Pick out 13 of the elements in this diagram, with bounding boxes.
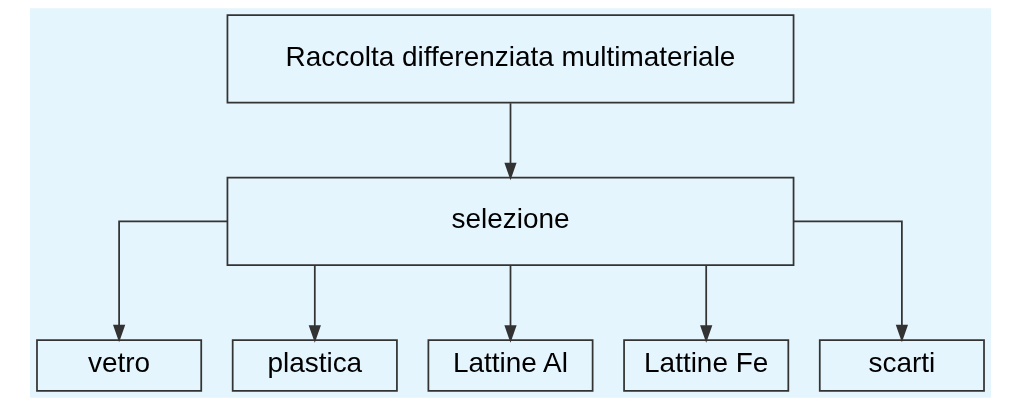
arrow [700,264,713,343]
arrow [793,220,908,343]
node-box: selezione [226,176,795,266]
arrow [504,102,517,181]
arrow [504,264,517,343]
arrow [113,220,228,343]
node-box: scarti [818,339,985,392]
arrow [308,264,321,343]
node-box: vetro [36,339,203,392]
node-box: Lattine Al [427,339,594,392]
node-box: Lattine Fe [623,339,790,392]
node-box: Raccolta differenziata multimateriale [226,14,795,104]
node-box: plastica [231,339,398,392]
